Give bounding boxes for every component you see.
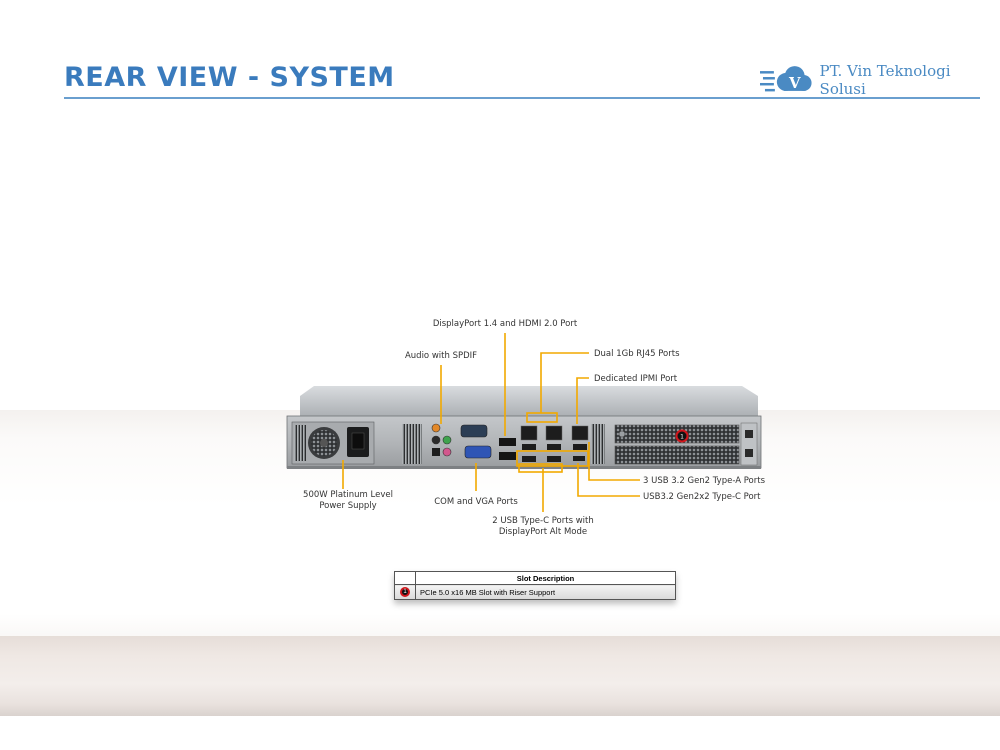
title-divider [64,97,980,99]
cloud-v-icon: V [760,66,812,92]
callout-usb-type-c-line2: DisplayPort Alt Mode [499,527,587,537]
logo-letter: V [788,74,801,92]
callout-usb-type-c-line1: 2 USB Type-C Ports with [492,516,594,526]
callout-rj45-ports: Dual 1Gb RJ45 Ports [594,349,680,359]
table-cell-description: PCIe 5.0 x16 MB Slot with Riser Support [415,584,676,600]
slot-marker-1: 1 [675,429,689,443]
callout-audio-spdif: Audio with SPDIF [405,351,477,361]
callout-lines [342,333,640,512]
callout-ipmi-port: Dedicated IPMI Port [594,374,678,384]
power-supply-unit [291,421,375,465]
callout-com-vga: COM and VGA Ports [434,497,518,507]
slide-title: REAR VIEW - SYSTEM [64,62,395,93]
displayport-hdmi-ports [499,438,516,460]
slot-description-table: Slot Description 1 PCIe 5.0 x16 MB Slot … [394,571,676,600]
slot-number-badge: 1 [400,587,410,597]
table-row: 1 PCIe 5.0 x16 MB Slot with Riser Suppor… [394,584,676,600]
callout-usb-type-a: 3 USB 3.2 Gen2 Type-A Ports [643,476,766,486]
audio-jacks [431,423,452,457]
callout-displayport-hdmi: DisplayPort 1.4 and HDMI 2.0 Port [433,319,578,329]
table-header-row: Slot Description [394,571,676,585]
background-band-dark [0,636,1000,716]
callout-psu-line1: 500W Platinum Level [303,490,393,500]
company-name: PT. Vin Teknologi Solusi [819,62,951,98]
callout-psu-line2: Power Supply [319,501,376,511]
company-logo: V PT. Vin Teknologi Solusi [760,60,1000,100]
background-band-bottom [0,716,1000,750]
table-header-description: Slot Description [415,571,676,585]
callout-usb-gen2x2-type-c: USB3.2 Gen2x2 Type-C Port [643,492,761,502]
table-cell-number: 1 [394,584,416,600]
svg-text:1: 1 [680,434,684,441]
com-vga-ports [460,424,492,459]
vent-grille [402,424,422,464]
table-header-number [394,571,416,585]
vent-grille [591,424,605,464]
network-usb-ports [520,425,589,462]
